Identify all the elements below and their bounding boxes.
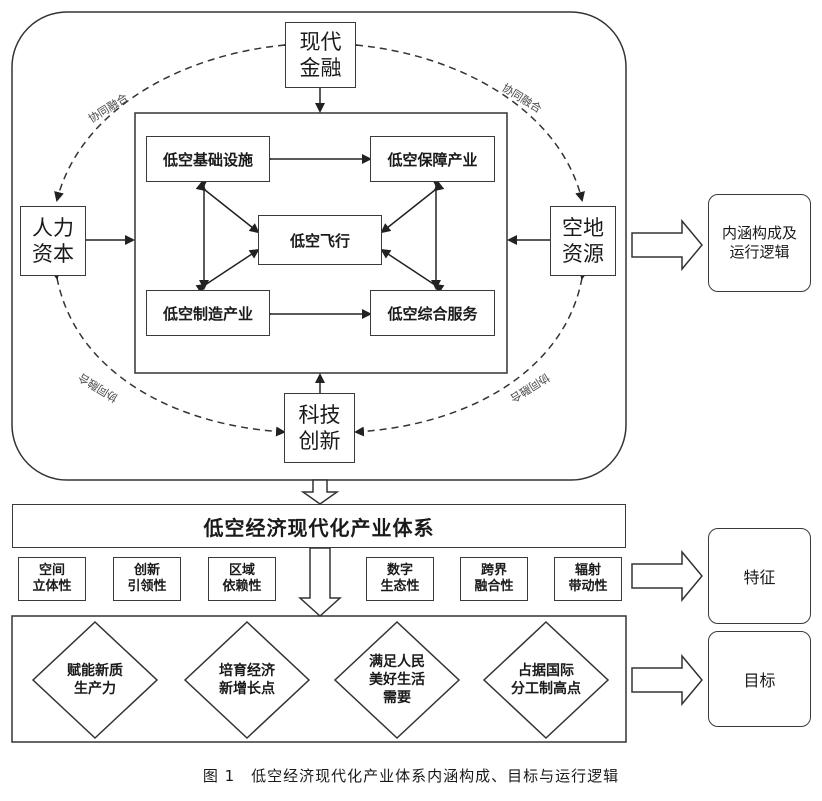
human-capital-box: 人力 资本: [20, 206, 86, 276]
finance-box: 现代 金融: [285, 22, 356, 88]
feature-1: 空间 立体性: [18, 557, 86, 601]
goal-4-line2: 分工制高点: [511, 681, 581, 697]
feature-2-line1: 创新: [133, 562, 160, 578]
goal-2: 培育经济 新增长点: [197, 650, 297, 710]
core-infrastructure: 低空基础设施: [146, 136, 270, 182]
feature-4: 数字 生态性: [366, 557, 434, 601]
finance-line2: 金融: [299, 56, 342, 80]
goal-1-line1: 赋能新质: [67, 662, 123, 679]
system-title: 低空经济现代化产业体系: [12, 504, 626, 548]
logic-line2: 运行逻辑: [729, 243, 790, 261]
tech-line1: 科技: [298, 402, 341, 427]
feature-3-line2: 依赖性: [222, 579, 262, 594]
goal-3-line2: 美好生活: [369, 671, 425, 688]
feature-5: 跨界 融合性: [460, 557, 528, 601]
feature-2: 创新 引领性: [113, 557, 181, 601]
goal-1-line2: 生产力: [74, 681, 116, 697]
feature-3: 区域 依赖性: [208, 557, 276, 601]
land-line1: 空地: [562, 215, 604, 240]
land-resource-box: 空地 资源: [550, 206, 616, 276]
figure-caption: 图 1 低空经济现代化产业体系内涵构成、目标与运行逻辑: [202, 767, 620, 785]
goal-4-line1: 占据国际: [518, 662, 574, 679]
finance-line1: 现代: [299, 29, 342, 54]
goal-frame: [11, 615, 627, 743]
feature-6-line2: 带动性: [568, 579, 608, 594]
tech-box: 科技 创新: [284, 393, 355, 463]
feature-3-line1: 区域: [228, 562, 255, 578]
goal-3-line3: 需要: [383, 690, 411, 707]
feature-5-line1: 跨界: [480, 562, 507, 578]
goal-4: 占据国际 分工制高点: [490, 650, 602, 710]
core-service: 低空综合服务: [370, 290, 495, 336]
goal-2-line2: 新增长点: [219, 681, 275, 697]
feature-4-line1: 数字: [386, 562, 413, 578]
human-line2: 资本: [32, 242, 74, 266]
goal-2-line1: 培育经济: [219, 662, 275, 679]
feature-2-line2: 引领性: [127, 579, 167, 594]
features-box: 特征: [708, 528, 811, 624]
feature-4-line2: 生态性: [380, 579, 420, 594]
logic-box: 内涵构成及 运行逻辑: [708, 194, 811, 292]
core-flight: 低空飞行: [258, 215, 382, 265]
feature-1-line2: 立体性: [32, 579, 72, 594]
feature-6-line1: 辐射: [574, 562, 601, 578]
goal-3: 满足人民 美好生活 需要: [347, 643, 447, 717]
core-guarantee: 低空保障产业: [370, 136, 495, 182]
goal-1: 赋能新质 生产力: [45, 650, 145, 710]
core-manufacturing: 低空制造产业: [146, 290, 270, 336]
feature-5-line2: 融合性: [474, 579, 514, 594]
goals-box: 目标: [708, 631, 811, 727]
tech-line2: 创新: [298, 429, 341, 453]
human-line1: 人力: [32, 215, 74, 240]
goal-3-line1: 满足人民: [369, 653, 425, 670]
land-line2: 资源: [562, 242, 604, 266]
logic-line1: 内涵构成及: [721, 224, 797, 243]
feature-6: 辐射 带动性: [554, 557, 622, 601]
feature-1-line1: 空间: [38, 562, 65, 578]
